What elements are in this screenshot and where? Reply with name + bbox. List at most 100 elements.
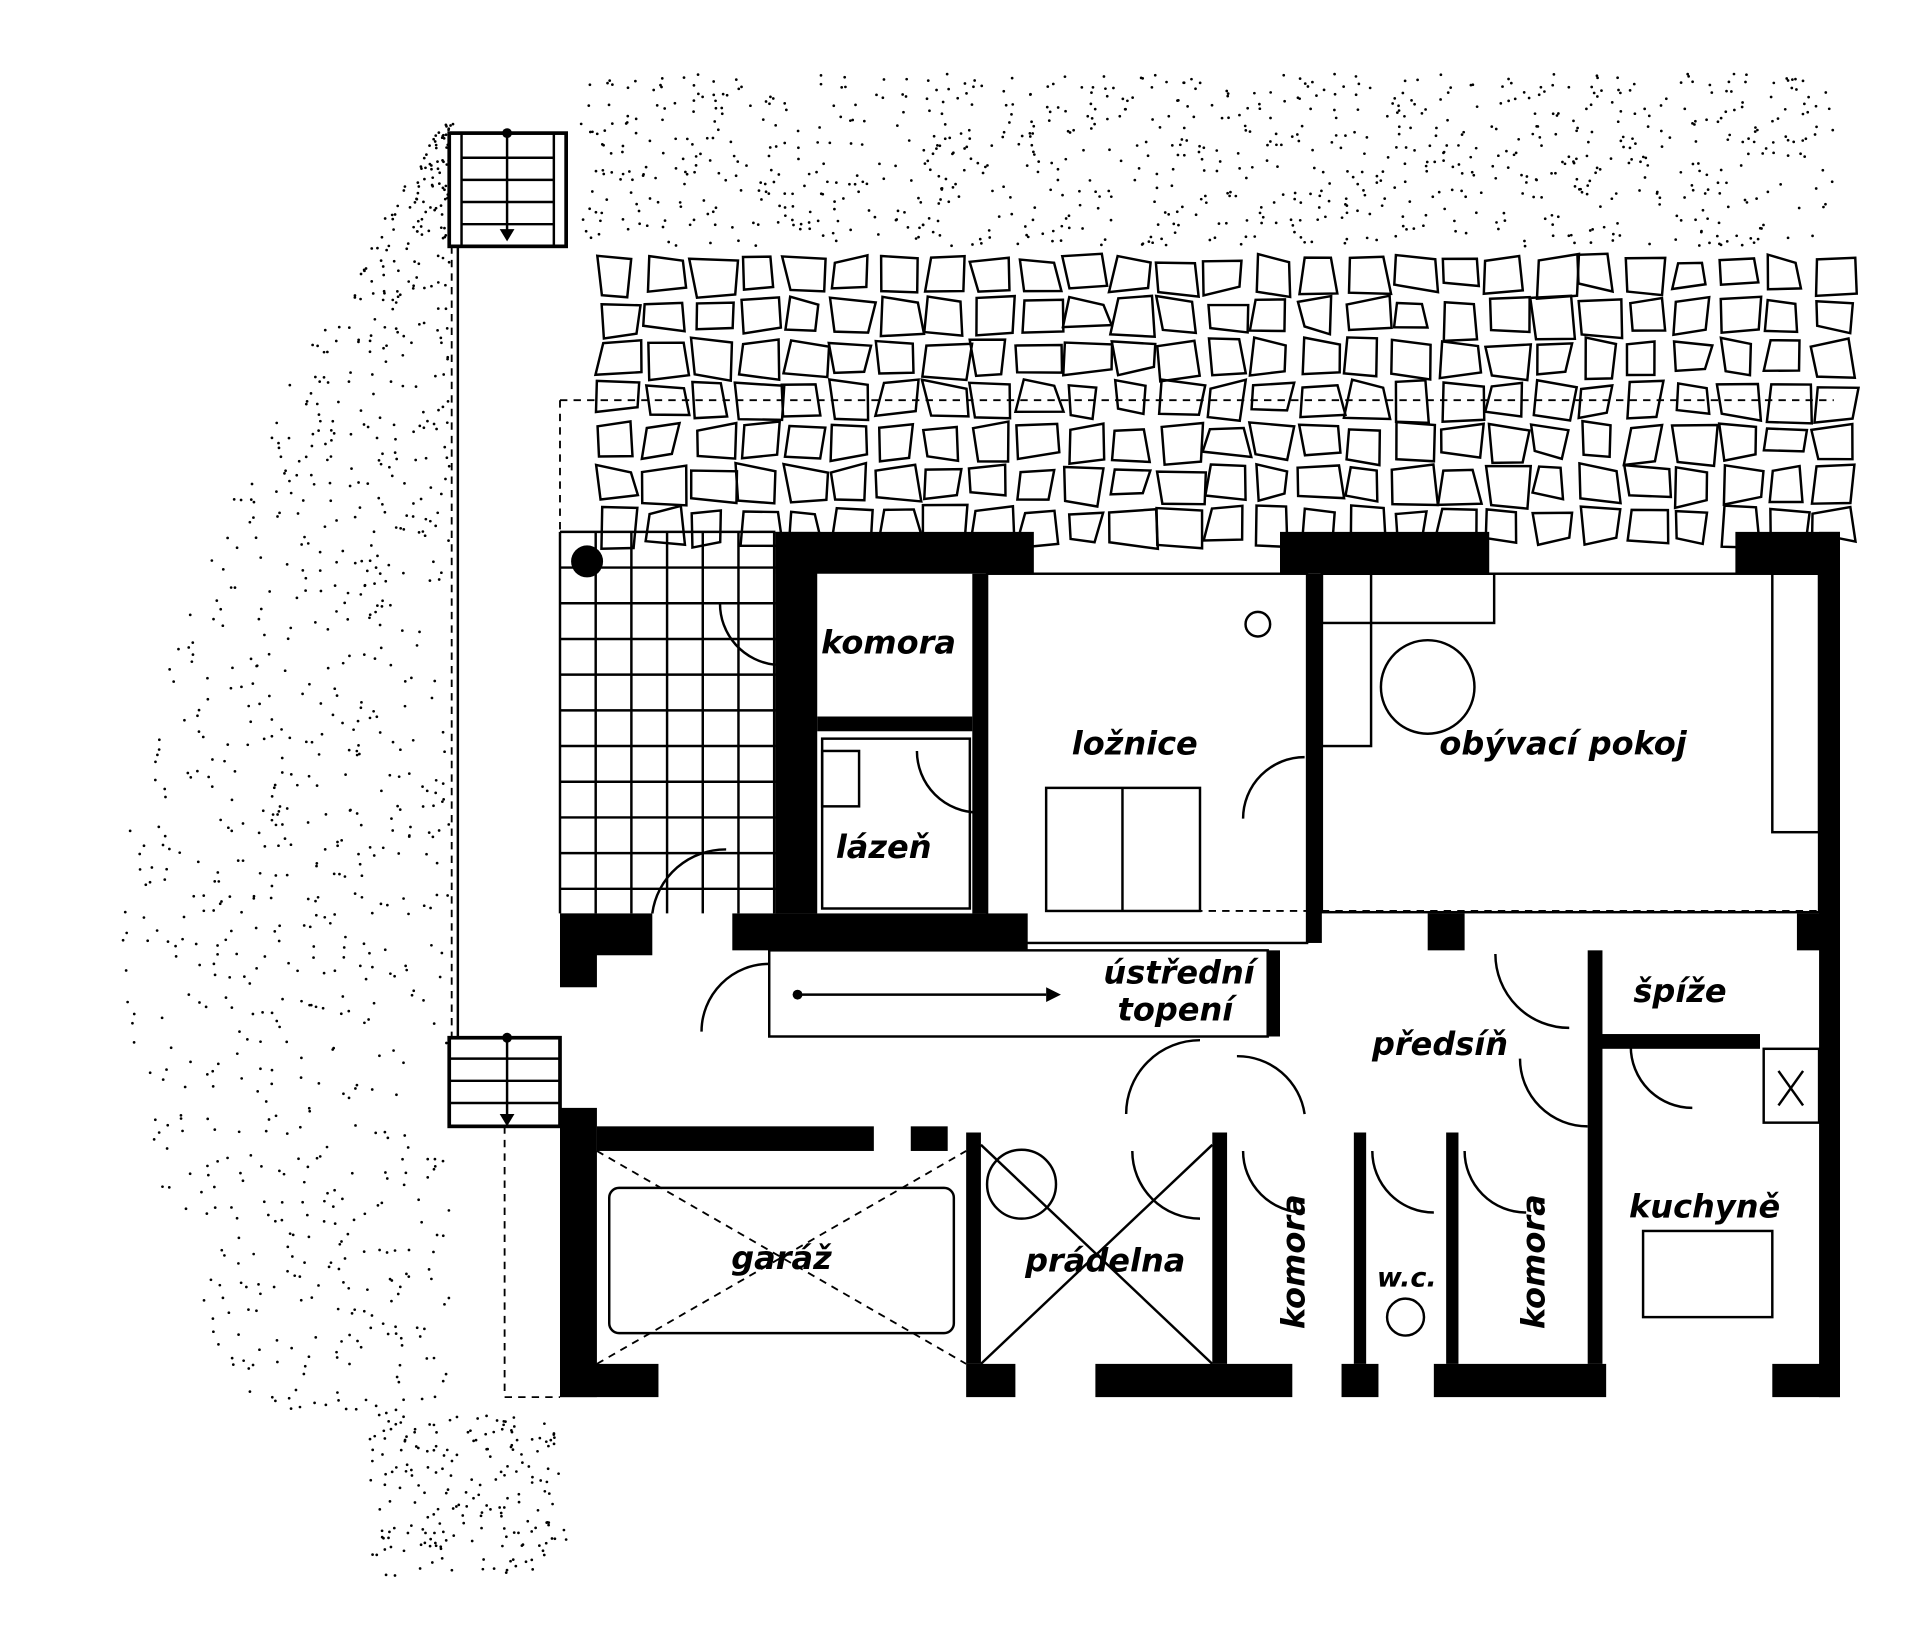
paving-stone bbox=[593, 338, 643, 377]
paving-stone bbox=[920, 342, 974, 382]
paving-stone bbox=[1624, 256, 1667, 297]
column bbox=[571, 545, 604, 578]
paving-stone bbox=[1155, 506, 1204, 550]
paving-stone bbox=[1762, 338, 1801, 373]
paving-stone bbox=[784, 295, 820, 332]
paving-stone bbox=[740, 296, 783, 335]
paving-stone bbox=[1625, 340, 1656, 377]
paving-stone bbox=[968, 338, 1007, 378]
paving-stone bbox=[595, 254, 633, 299]
paving-stone bbox=[691, 380, 729, 420]
paving-stone bbox=[1813, 386, 1860, 424]
paving-stone bbox=[1628, 296, 1667, 332]
paving-stone bbox=[1108, 294, 1156, 339]
paving-stone bbox=[1441, 257, 1481, 288]
paving-stone bbox=[1719, 336, 1753, 377]
paving-stone bbox=[1763, 298, 1799, 334]
paving-stone bbox=[1390, 463, 1440, 507]
paving-stone bbox=[923, 254, 966, 293]
paving-stone bbox=[1488, 295, 1531, 334]
paving-stone bbox=[1768, 464, 1804, 504]
paving-stone bbox=[737, 338, 781, 382]
paving-stone bbox=[1021, 298, 1065, 334]
room-label-kuchyne: kuchyně bbox=[1629, 1187, 1780, 1225]
paving-stone bbox=[1672, 295, 1711, 337]
paving-stone bbox=[741, 255, 775, 291]
paving-stone bbox=[594, 463, 640, 501]
paving-stone bbox=[646, 254, 688, 294]
paving-stone bbox=[971, 420, 1010, 463]
paving-stone bbox=[644, 504, 687, 547]
paving-stone bbox=[968, 256, 1011, 293]
paving-stone bbox=[922, 295, 964, 337]
room-label-obyvaci-pokoj: obývací pokoj bbox=[1439, 725, 1687, 763]
paving-stone bbox=[1250, 381, 1296, 412]
paving-stone bbox=[1622, 423, 1664, 467]
paving-stone bbox=[1581, 419, 1612, 459]
paving-stone bbox=[596, 420, 634, 458]
paving-stone bbox=[1715, 382, 1763, 423]
paving-stone bbox=[687, 257, 740, 300]
paving-stone bbox=[879, 254, 919, 294]
paving-stone bbox=[1579, 505, 1622, 547]
paving-stone bbox=[1061, 295, 1114, 329]
paving-stone bbox=[1809, 337, 1857, 379]
paving-stone bbox=[1672, 340, 1714, 373]
paving-stone bbox=[1201, 259, 1243, 297]
paving-stone bbox=[1675, 381, 1711, 416]
paving-stone bbox=[1484, 464, 1533, 511]
room-label-komora-2: komora bbox=[1515, 1194, 1553, 1329]
paving-stone bbox=[780, 383, 822, 418]
room-label-spize: špíže bbox=[1633, 972, 1726, 1010]
paving-stone bbox=[827, 378, 870, 422]
paving-stone bbox=[640, 421, 682, 461]
paving-stone bbox=[1487, 422, 1531, 465]
paving-stone bbox=[1535, 252, 1581, 300]
paving-stone bbox=[781, 462, 830, 504]
paving-stone bbox=[1762, 427, 1809, 453]
paving-stone bbox=[1157, 378, 1207, 417]
paving-stone bbox=[1342, 336, 1379, 378]
paving-stone bbox=[874, 463, 923, 503]
paving-stone bbox=[1014, 343, 1064, 374]
room-label-pradelna: prádelna bbox=[1024, 1242, 1185, 1280]
room-label-ustredni: ústřední bbox=[1103, 954, 1259, 992]
paving-stone bbox=[600, 303, 642, 340]
paving-stone bbox=[1626, 508, 1670, 545]
paving-stone bbox=[1110, 428, 1152, 464]
paving-stone bbox=[1297, 423, 1342, 457]
paving-stone bbox=[975, 294, 1017, 337]
paving-stone bbox=[827, 341, 873, 375]
paving-stone bbox=[1394, 378, 1431, 425]
paving-stone bbox=[1578, 461, 1622, 505]
paving-stone bbox=[1392, 301, 1430, 329]
paving-stone bbox=[1344, 465, 1379, 503]
paving-stone bbox=[1438, 340, 1483, 380]
room-label-topeni: topení bbox=[1118, 991, 1239, 1029]
paving-stone bbox=[1345, 428, 1382, 467]
paving-stone bbox=[1110, 340, 1157, 377]
paving-stone bbox=[1301, 336, 1342, 376]
room-label-garaz: garáž bbox=[731, 1239, 832, 1277]
paving-stone bbox=[1576, 252, 1615, 294]
paving-stone bbox=[1107, 507, 1160, 551]
paving-stone bbox=[695, 301, 735, 331]
paving-stone bbox=[1296, 294, 1333, 336]
paving-stone bbox=[1347, 255, 1393, 296]
paving-stone bbox=[1160, 421, 1205, 467]
paving-stone bbox=[1626, 379, 1665, 420]
paving-stone bbox=[690, 509, 723, 550]
paving-stone bbox=[1107, 254, 1152, 294]
paving-stone bbox=[1765, 383, 1814, 425]
paving-stone bbox=[1109, 468, 1153, 496]
paving-stone bbox=[1203, 463, 1247, 502]
paving-stone bbox=[1067, 511, 1105, 544]
paving-stone bbox=[689, 469, 739, 505]
paving-stone bbox=[689, 336, 734, 383]
paving-stone bbox=[1810, 463, 1856, 505]
paving-stone bbox=[967, 463, 1007, 497]
paving-stone bbox=[1296, 464, 1346, 500]
paving-stone bbox=[1622, 463, 1673, 499]
paving-stone bbox=[1815, 299, 1855, 335]
